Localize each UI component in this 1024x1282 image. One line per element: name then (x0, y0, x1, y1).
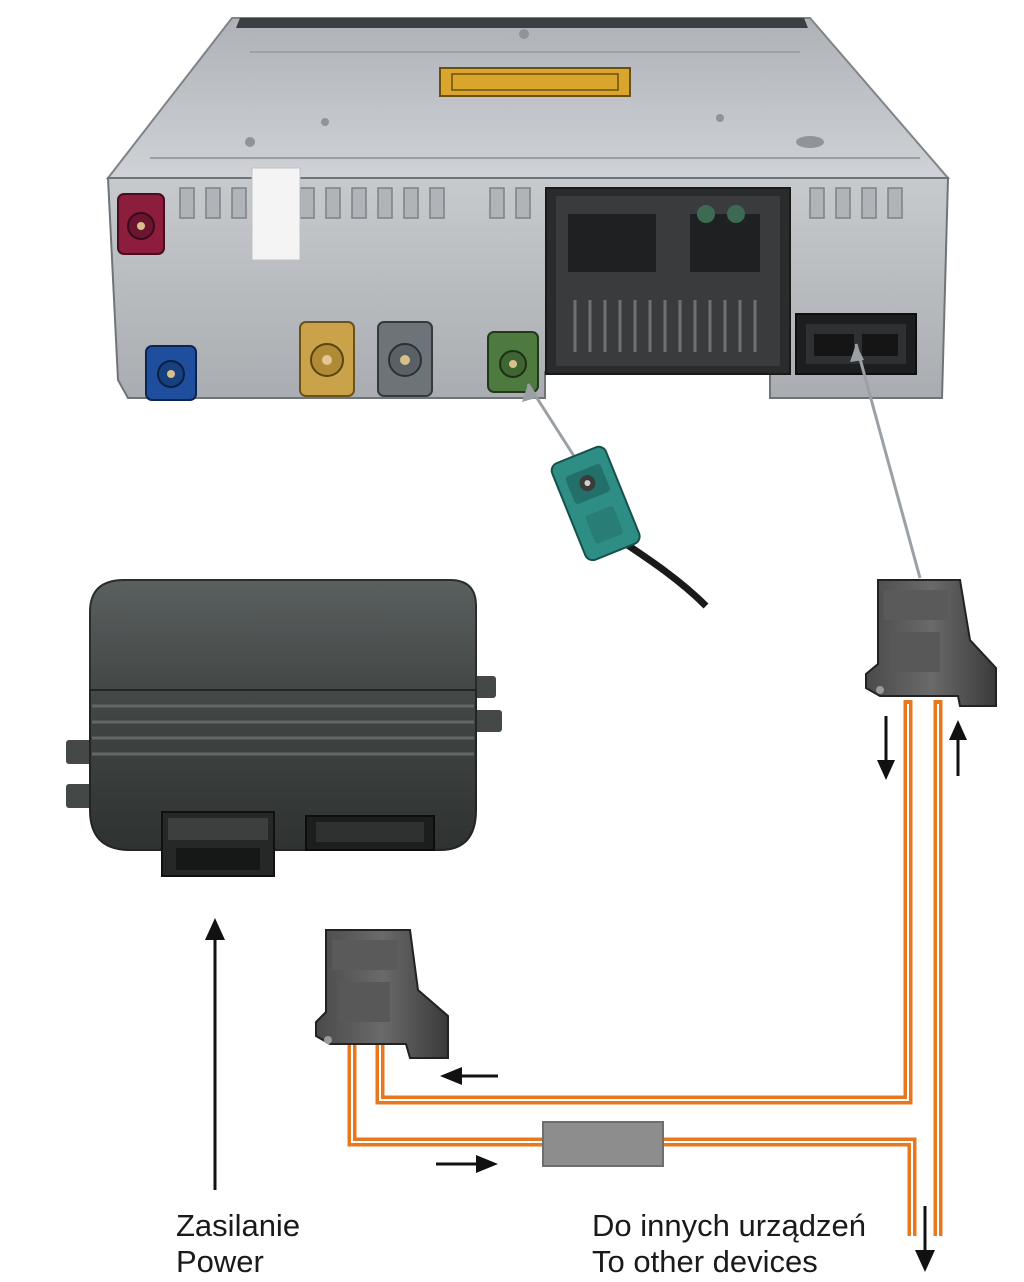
screw-icon (245, 137, 255, 147)
optical-connector-icon (866, 580, 996, 706)
fakra-socket-grey (378, 322, 432, 396)
module-optical-port (306, 816, 434, 850)
screw-icon (519, 29, 529, 39)
power-label: Zasilanie Power (176, 1208, 300, 1280)
fakra-socket-yellow (300, 322, 354, 396)
head-unit-top (108, 18, 948, 178)
module-power-connector (162, 812, 274, 876)
power-label-en: Power (176, 1244, 300, 1280)
fakra-socket-blue (146, 346, 196, 400)
devices-arrow-head-icon (915, 1250, 935, 1272)
screw-icon (796, 136, 824, 148)
power-label-pl: Zasilanie (176, 1208, 300, 1244)
devices-label-pl: Do innych urządzeń (592, 1208, 866, 1244)
main-iso-connector (546, 188, 790, 374)
screw-icon (716, 114, 724, 122)
fakra-socket-violet (118, 194, 164, 254)
arrow-left-icon (440, 1067, 462, 1085)
radio-head-unit-icon (108, 18, 948, 400)
devices-label-en: To other devices (592, 1244, 866, 1280)
head-unit-white-label (252, 168, 300, 260)
arrow-down-icon (877, 760, 895, 780)
module-top (90, 580, 476, 690)
screw-icon (321, 118, 329, 126)
fakra-socket-green (488, 332, 538, 392)
devices-label: Do innych urządzeń To other devices (592, 1208, 866, 1280)
optical-connector-icon (316, 930, 448, 1058)
power-arrow-head-icon (205, 918, 225, 940)
most-adapter-module-icon (66, 580, 502, 876)
head-unit-top-edge (236, 18, 808, 28)
arrow-up-icon (949, 720, 967, 740)
fakra-cable (620, 540, 706, 606)
fiber-coupler (543, 1122, 663, 1166)
fakra-plug-icon (549, 444, 706, 606)
arrow-right-icon (476, 1155, 498, 1173)
head-unit-sticker (440, 68, 630, 96)
